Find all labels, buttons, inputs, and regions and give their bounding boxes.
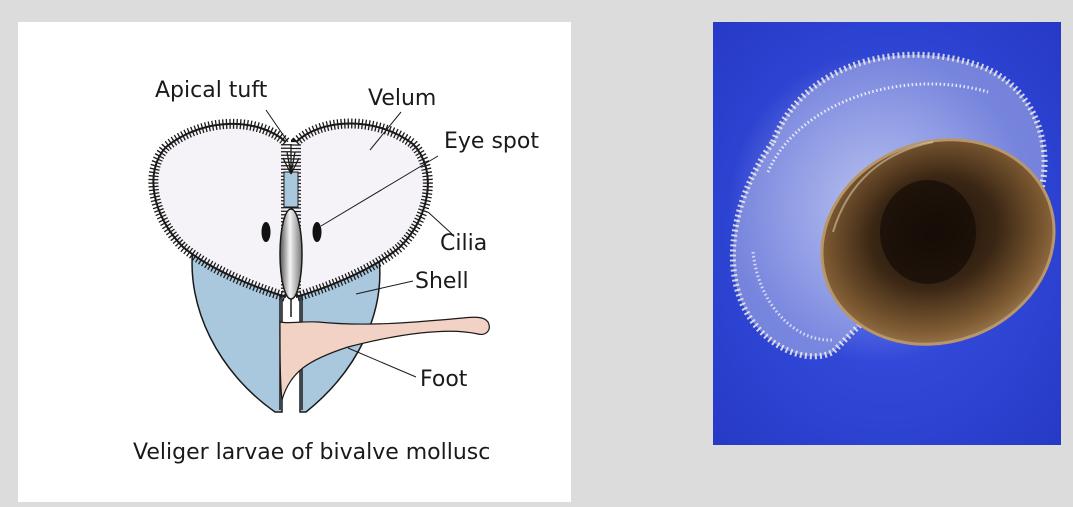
cilia-fringe — [766, 82, 989, 173]
eye-spot-leader — [320, 155, 439, 227]
label-eye-spot: Eye spot — [444, 129, 539, 154]
veliger-diagram: Apical tuft Velum Eye spot Cilia Shell F… — [133, 78, 539, 465]
label-apical-tuft: Apical tuft — [155, 78, 268, 103]
shell-hinge-highlight — [832, 141, 934, 233]
apical-tuft — [282, 144, 300, 175]
larva-gut — [880, 180, 976, 284]
central-lens — [279, 208, 303, 300]
foot-shape — [279, 316, 490, 401]
veliger-photo — [713, 22, 1061, 445]
veliger-diagram-panel: Apical tuft Velum Eye spot Cilia Shell F… — [18, 22, 571, 502]
veliger-photo-image — [713, 22, 1061, 445]
eye-spot-left — [261, 222, 271, 242]
cilia-fringe — [751, 251, 834, 342]
apical-stalk — [283, 171, 299, 208]
apical-tuft-leader — [265, 109, 289, 143]
label-cilia: Cilia — [440, 231, 487, 256]
label-velum: Velum — [368, 86, 436, 111]
velum-right-lobe-outline — [295, 122, 429, 298]
eye-spot-right — [312, 222, 322, 242]
label-shell: Shell — [415, 269, 469, 294]
label-foot: Foot — [420, 367, 468, 392]
shell-leader — [355, 280, 414, 295]
velum-leader — [369, 111, 402, 151]
foot-leader — [347, 347, 417, 378]
cilia-leader — [427, 211, 453, 235]
diagram-caption: Veliger larvae of bivalve mollusc — [133, 440, 490, 465]
velum-left-lobe-outline — [152, 122, 287, 298]
